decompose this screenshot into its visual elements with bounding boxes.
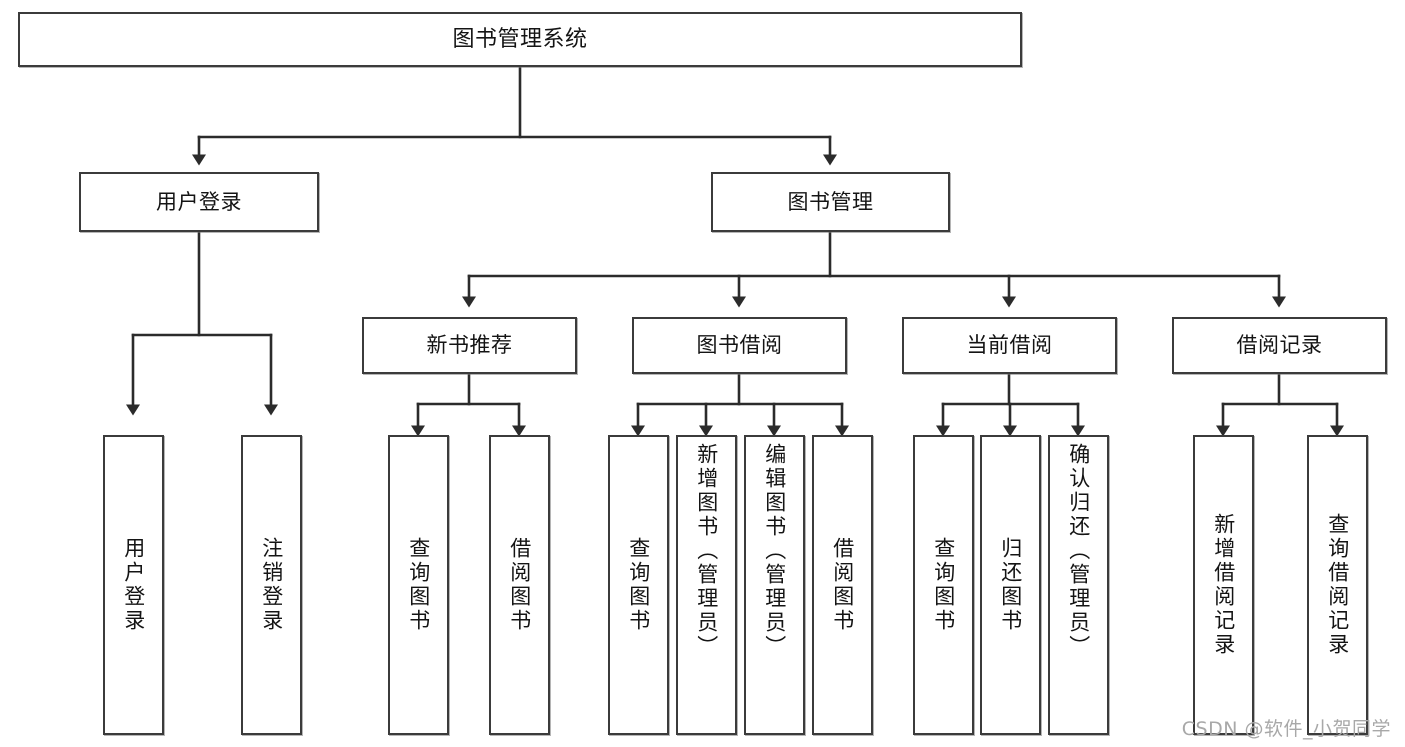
node-leaf-edit-book[interactable]: 编辑图书（管理员） (744, 435, 805, 735)
node-label: 编辑图书（管理员） (762, 443, 787, 659)
node-leaf-logout[interactable]: 注销登录 (241, 435, 302, 735)
node-book-management[interactable]: 图书管理 (711, 172, 950, 232)
node-label: 新增借阅记录 (1211, 513, 1236, 657)
node-label: 查询图书 (406, 537, 431, 633)
node-label: 借阅图书 (507, 537, 532, 633)
node-label: 注销登录 (259, 537, 284, 633)
node-leaf-borrow-book-1[interactable]: 借阅图书 (489, 435, 550, 735)
node-label: 用户登录 (121, 537, 146, 633)
node-book-borrow[interactable]: 图书借阅 (632, 317, 847, 374)
node-new-book-recommend[interactable]: 新书推荐 (362, 317, 577, 374)
node-label: 图书借阅 (696, 333, 783, 358)
node-leaf-user-login[interactable]: 用户登录 (103, 435, 164, 735)
node-leaf-query-record[interactable]: 查询借阅记录 (1307, 435, 1368, 735)
node-label: 查询图书 (626, 537, 651, 633)
node-leaf-add-record[interactable]: 新增借阅记录 (1193, 435, 1254, 735)
node-leaf-confirm-return[interactable]: 确认归还（管理员） (1048, 435, 1109, 735)
node-label: 当前借阅 (966, 333, 1053, 358)
node-leaf-query-book-2[interactable]: 查询图书 (608, 435, 669, 735)
node-label: 新书推荐 (426, 333, 513, 358)
node-book-management-system[interactable]: 图书管理系统 (18, 12, 1022, 67)
node-leaf-add-book[interactable]: 新增图书（管理员） (676, 435, 737, 735)
node-label: 查询借阅记录 (1325, 513, 1350, 657)
node-label: 借阅图书 (830, 537, 855, 633)
node-user-login[interactable]: 用户登录 (79, 172, 319, 232)
node-leaf-borrow-book-2[interactable]: 借阅图书 (812, 435, 873, 735)
node-label: 图书管理 (787, 189, 874, 214)
watermark: CSDN @软件_小贺同学 (1181, 718, 1391, 740)
node-label: 用户登录 (156, 189, 242, 214)
node-label: 新增图书（管理员） (694, 443, 719, 659)
node-label: 图书管理系统 (452, 26, 588, 52)
node-current-borrow[interactable]: 当前借阅 (902, 317, 1117, 374)
node-leaf-query-book-3[interactable]: 查询图书 (913, 435, 974, 735)
node-leaf-query-book-1[interactable]: 查询图书 (388, 435, 449, 735)
node-label: 借阅记录 (1236, 333, 1323, 358)
node-leaf-return-book[interactable]: 归还图书 (980, 435, 1041, 735)
node-borrow-record[interactable]: 借阅记录 (1172, 317, 1387, 374)
node-label: 归还图书 (998, 537, 1023, 633)
node-label: 查询图书 (931, 537, 956, 633)
node-label: 确认归还（管理员） (1066, 443, 1091, 659)
